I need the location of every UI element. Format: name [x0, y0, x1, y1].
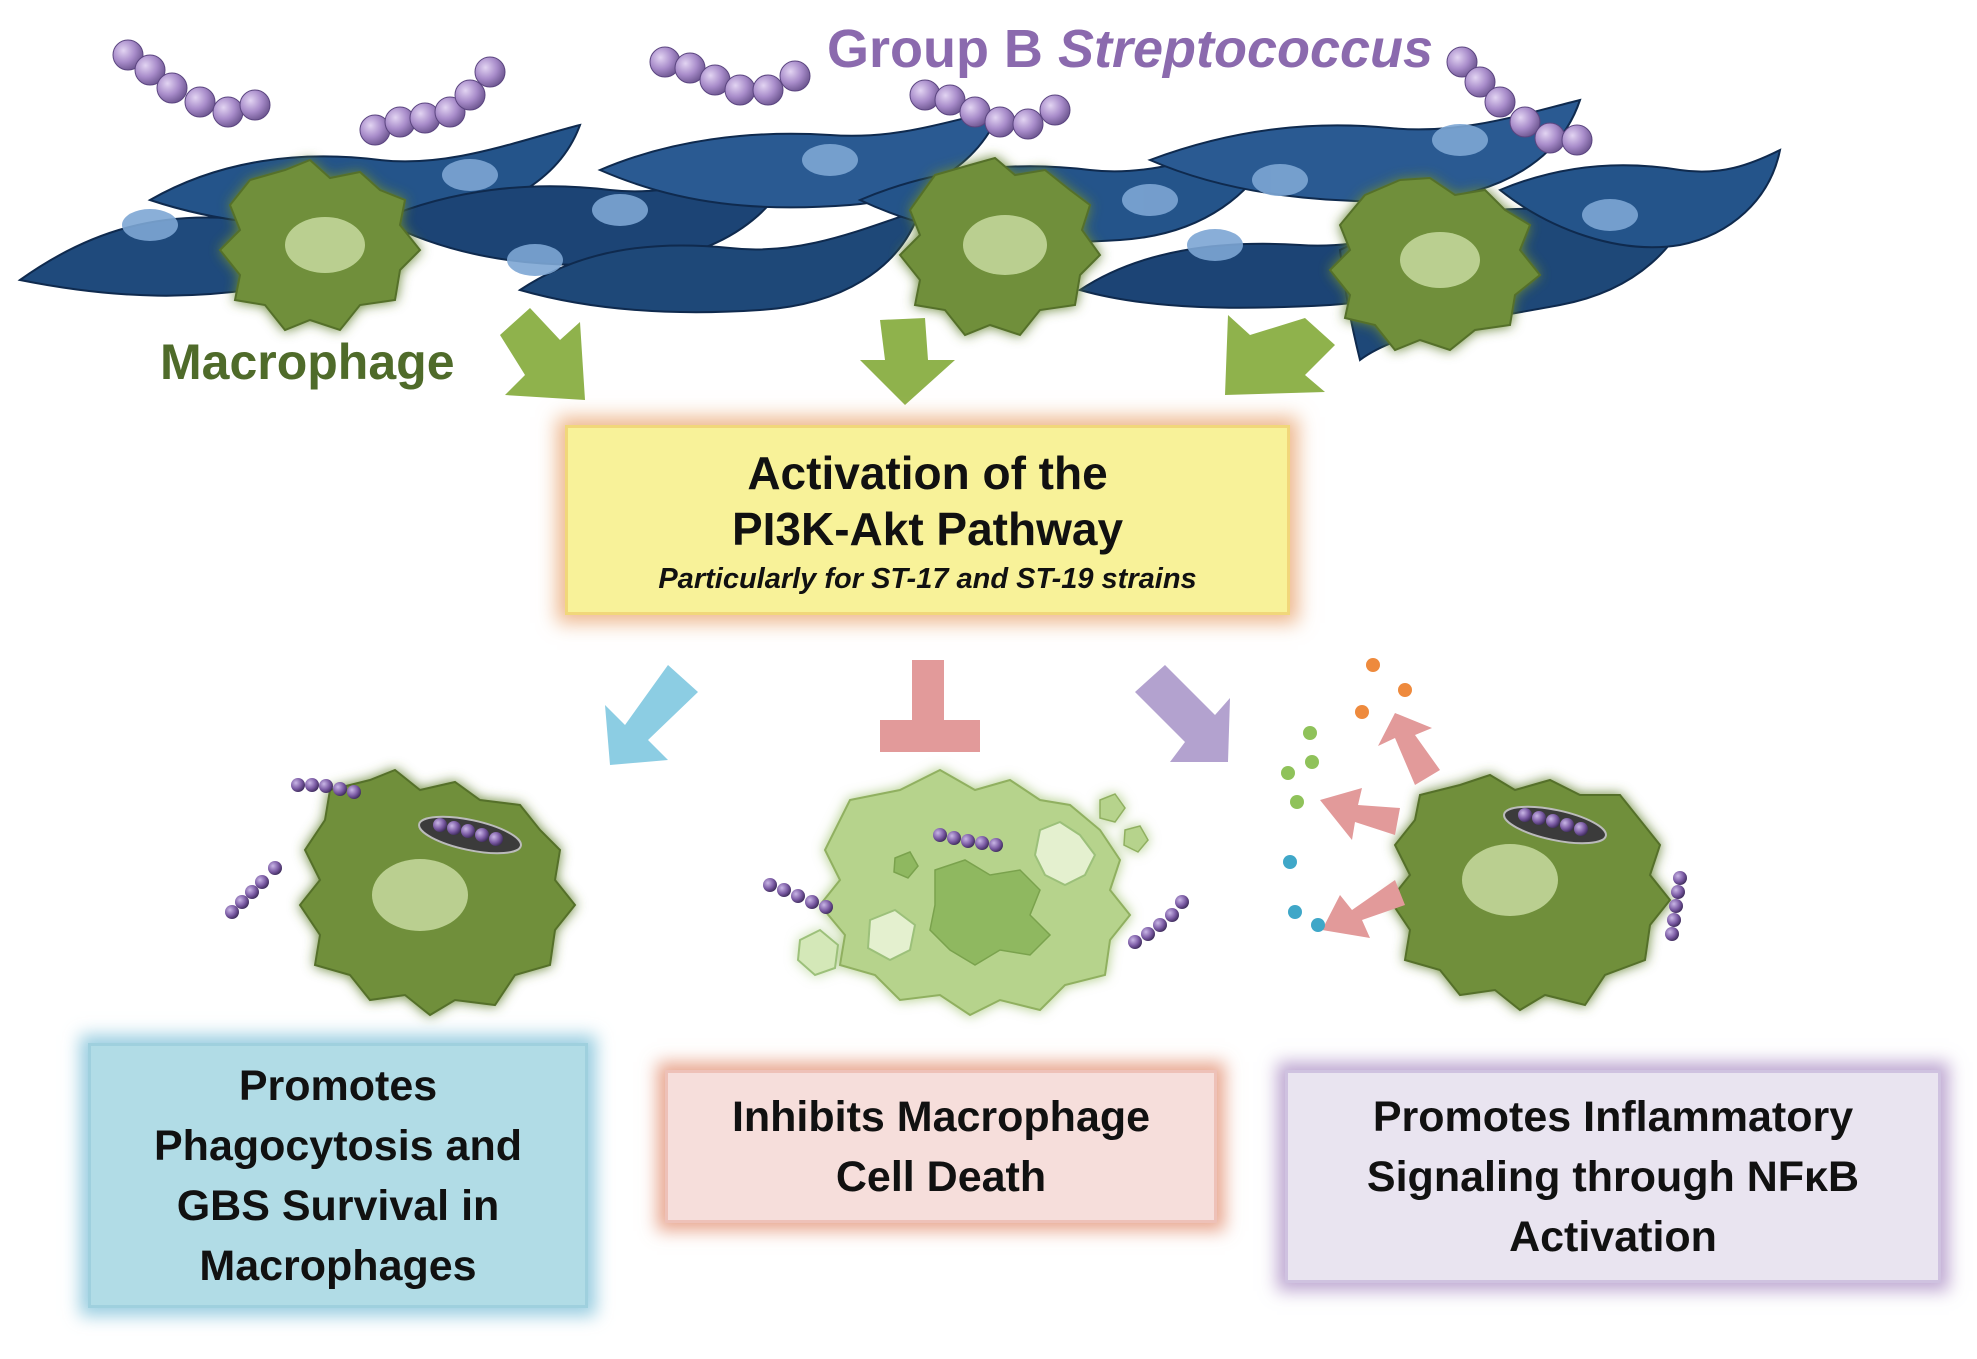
outcome-left-line: Macrophages — [199, 1241, 477, 1290]
macrophage-apoptotic — [796, 768, 1149, 1017]
green-arrow-right — [1225, 315, 1335, 395]
green-arrow-middle — [860, 318, 955, 405]
outcome-inflammatory-box: Promotes Inflammatory Signaling through … — [1285, 1070, 1941, 1283]
outcome-left-line: Phagocytosis and — [154, 1121, 522, 1170]
epithelial-nuclei — [122, 124, 1638, 276]
gbs-chains-left — [225, 778, 361, 919]
inhibit-bar — [880, 660, 980, 752]
cytokine-arrow-lower — [1322, 880, 1405, 938]
pathway-box: Activation of the PI3K-Akt Pathway Parti… — [565, 425, 1290, 615]
gbs-label: Group B Streptococcus — [800, 18, 1460, 80]
cytokine-dots — [1281, 658, 1412, 932]
outcome-right-line: Signaling through NFκB — [1366, 1152, 1860, 1201]
macrophage-top-right — [1328, 176, 1542, 352]
epithelial-cell — [1498, 148, 1782, 249]
macrophage-top-left — [218, 158, 422, 332]
outcome-left-line: Promotes — [238, 1061, 438, 1110]
gbs-label-italic: Streptococcus — [1057, 19, 1434, 79]
pathway-line-2: PI3K-Akt Pathway — [731, 502, 1124, 555]
green-arrows — [500, 308, 1335, 405]
outcome-right-line: Activation — [1509, 1212, 1717, 1261]
macrophage-top-middle — [898, 156, 1102, 337]
macrophage-phagocytosis — [298, 768, 577, 1017]
macrophage-label: Macrophage — [160, 334, 455, 390]
gbs-in-phagosome-right — [1518, 808, 1687, 941]
purple-arrow — [1135, 665, 1230, 762]
pathway-note: Particularly for ST-17 and ST-19 strains — [658, 562, 1197, 595]
green-arrow-left — [500, 308, 585, 400]
gbs-label-plain: Group B — [826, 19, 1058, 79]
blue-arrow — [605, 665, 698, 765]
cytokine-arrow-upper — [1378, 713, 1440, 785]
outcome-right-line: Promotes Inflammatory — [1372, 1092, 1854, 1141]
outcome-phagocytosis-box: Promotes Phagocytosis and GBS Survival i… — [88, 1043, 588, 1308]
pathway-line-1: Activation of the — [747, 446, 1108, 499]
outcome-left-line: GBS Survival in — [176, 1181, 500, 1230]
gbs-in-phagosome — [433, 818, 503, 846]
gbs-chains-middle — [763, 828, 1189, 949]
outcome-cell-death-box: Inhibits Macrophage Cell Death — [665, 1070, 1217, 1223]
cytokine-arrows — [1320, 713, 1440, 938]
outcome-middle-line: Cell Death — [835, 1152, 1047, 1201]
cytokine-arrow-middle — [1320, 788, 1400, 840]
gbs-chains-top — [112, 39, 1593, 156]
outcome-middle-line: Inhibits Macrophage — [731, 1092, 1151, 1141]
